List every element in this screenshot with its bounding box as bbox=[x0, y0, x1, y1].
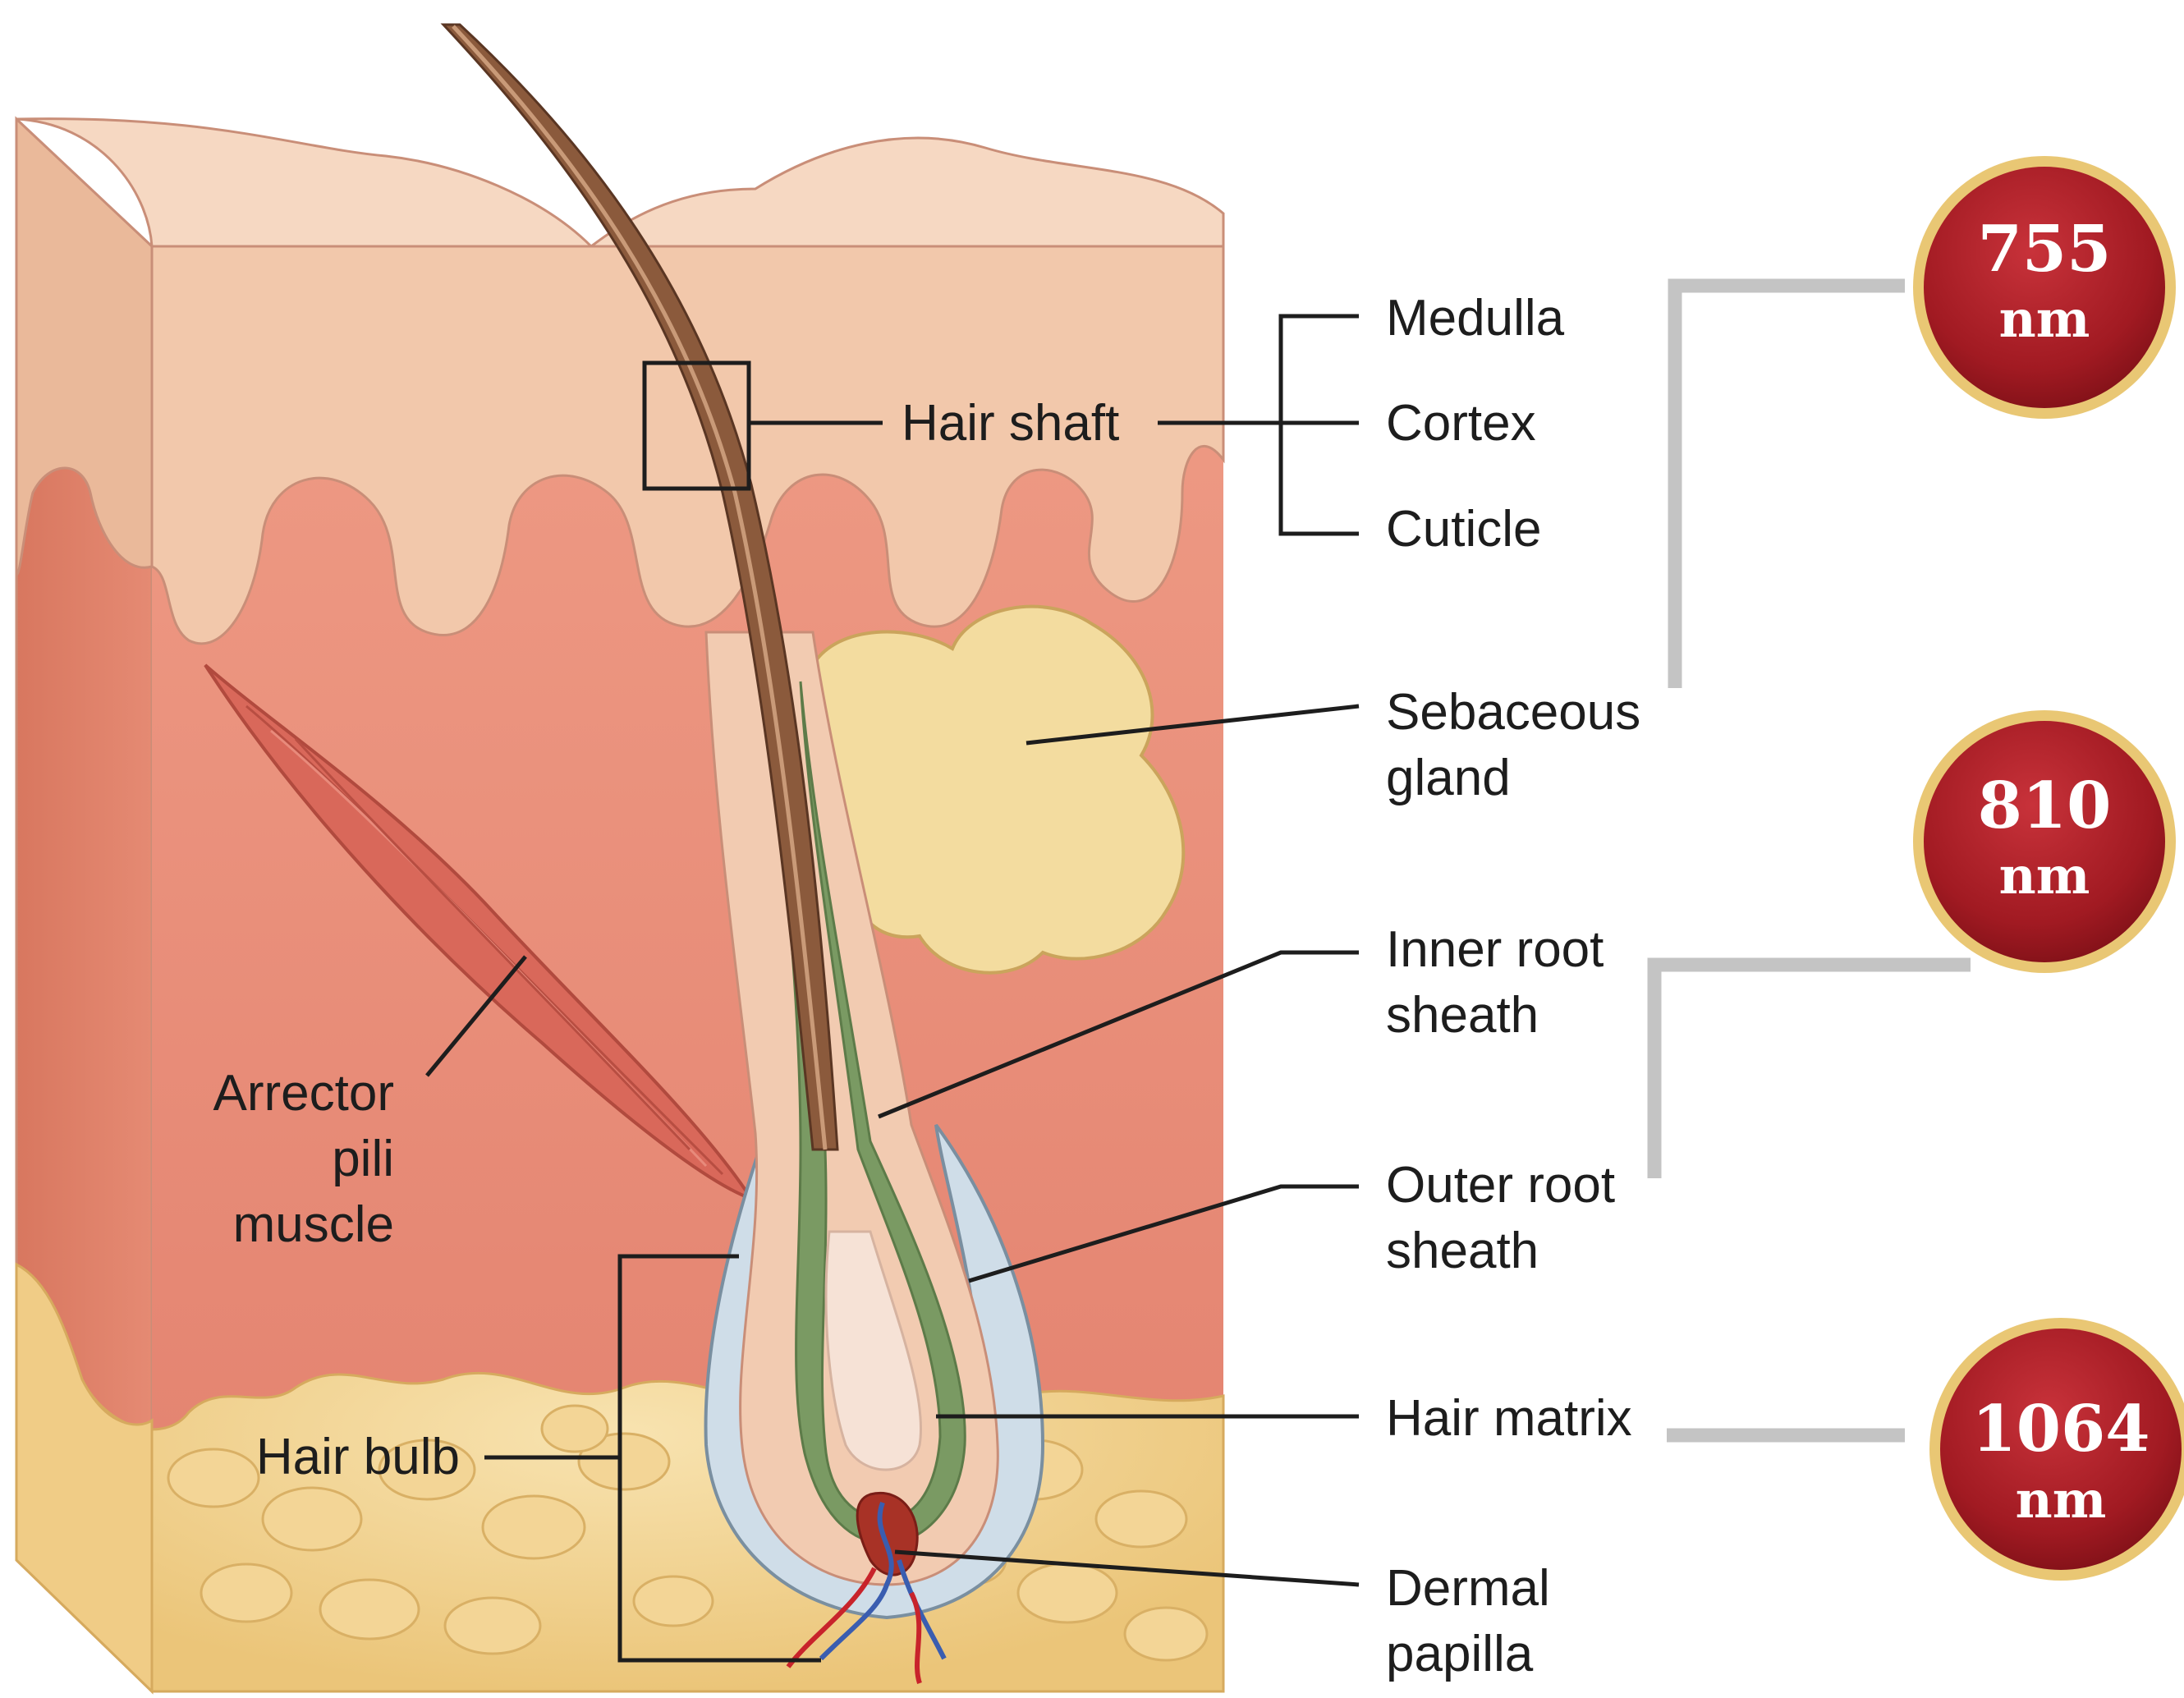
label-outer-root-1: Outer root bbox=[1386, 1157, 1615, 1214]
wavelength-badge-1064: 1064 nm bbox=[1929, 1318, 2184, 1581]
wavelength-badge-755: 755 nm bbox=[1913, 156, 2176, 419]
badge-1064-value: 1064 bbox=[1971, 1392, 2150, 1466]
label-cortex: Cortex bbox=[1386, 395, 1536, 452]
wavelength-badge-810: 810 nm bbox=[1913, 710, 2176, 973]
badge-755-unit: nm bbox=[1999, 289, 2090, 349]
label-hair-bulb: Hair bulb bbox=[256, 1429, 460, 1485]
label-arrector-2: pili bbox=[332, 1131, 394, 1187]
label-sebaceous-2: gland bbox=[1386, 750, 1511, 806]
label-dermal-1: Dermal bbox=[1386, 1560, 1550, 1617]
label-sebaceous-1: Sebaceous bbox=[1386, 684, 1640, 741]
badge-755-value: 755 bbox=[1978, 212, 2112, 287]
label-arrector-1: Arrector bbox=[213, 1065, 394, 1122]
badge-1064-unit: nm bbox=[2016, 1470, 2107, 1530]
label-outer-root-2: sheath bbox=[1386, 1223, 1539, 1279]
label-arrector-3: muscle bbox=[233, 1196, 394, 1253]
label-inner-root-1: Inner root bbox=[1386, 921, 1604, 978]
label-medulla: Medulla bbox=[1386, 290, 1565, 346]
label-cuticle: Cuticle bbox=[1386, 501, 1542, 558]
label-dermal-2: papilla bbox=[1386, 1626, 1534, 1682]
badge-810-unit: nm bbox=[1999, 846, 2090, 906]
label-hair-matrix: Hair matrix bbox=[1386, 1390, 1632, 1447]
badge-810-value: 810 bbox=[1978, 769, 2112, 843]
label-inner-root-2: sheath bbox=[1386, 987, 1539, 1044]
label-hair-shaft: Hair shaft bbox=[902, 395, 1119, 452]
